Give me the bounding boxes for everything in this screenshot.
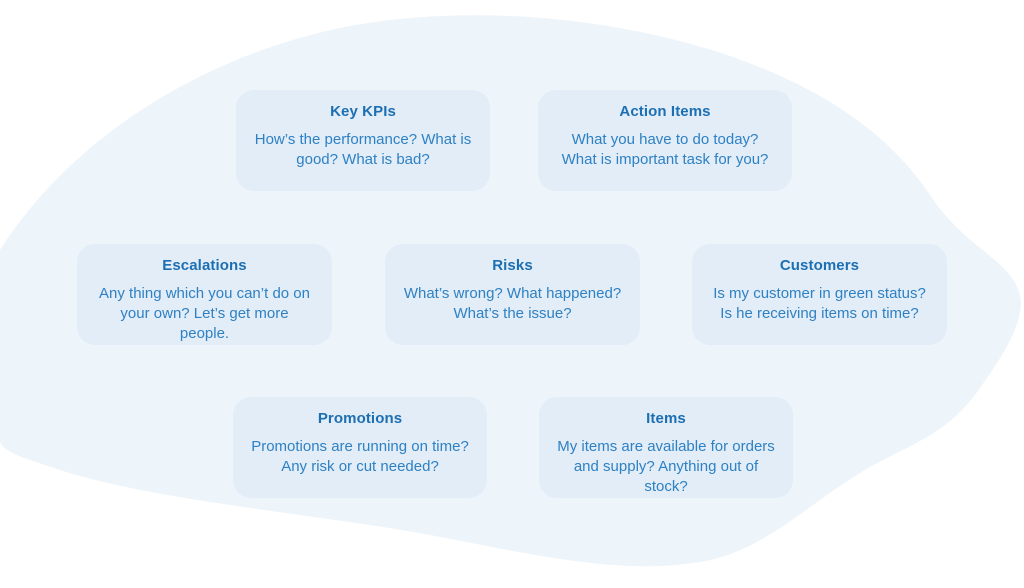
card-promotions: Promotions Promotions are running on tim… [233,397,487,498]
card-key-kpis-description: How’s the performance? What is good? Wha… [254,131,472,168]
card-action-items-description: What you have to do today? What is impor… [561,131,769,168]
card-items: Items My items are available for orders … [539,397,793,498]
card-key-kpis-title: Key KPIs [330,103,396,120]
card-customers: Customers Is my customer in green status… [692,244,947,345]
card-customers-description: Is my customer in green status? Is he re… [713,285,926,322]
card-promotions-description: Promotions are running on time? Any risk… [251,438,469,475]
card-risks-description: What’s wrong? What happened? What’s the … [403,285,622,322]
card-action-items: Action Items What you have to do today? … [538,90,792,191]
card-action-items-title: Action Items [619,103,711,120]
card-escalations: Escalations Any thing which you can’t do… [77,244,332,345]
card-promotions-title: Promotions [317,410,403,427]
card-customers-title: Customers [779,257,860,274]
card-escalations-title: Escalations [162,257,247,274]
card-items-description: My items are available for orders and su… [557,438,775,495]
card-risks-title: Risks [492,257,533,274]
card-key-kpis: Key KPIs How’s the performance? What is … [236,90,490,191]
card-escalations-description: Any thing which you can’t do on your own… [99,285,310,342]
card-risks: Risks What’s wrong? What happened? What’… [385,244,640,345]
card-items-title: Items [646,410,686,427]
